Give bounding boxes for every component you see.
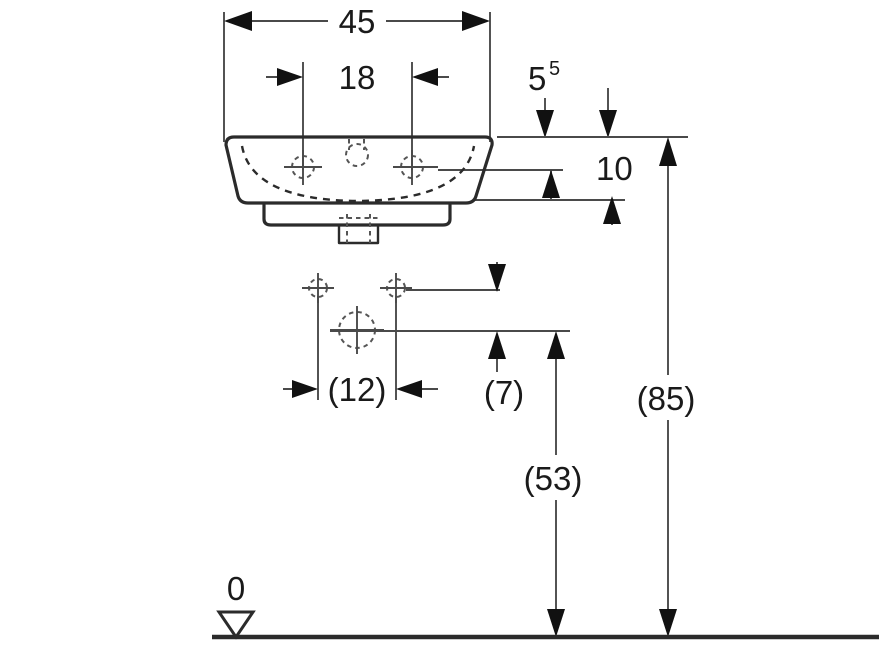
arrow-45-right	[462, 11, 490, 31]
dim-label-datum: 0	[227, 570, 245, 607]
arrow-53-up	[547, 331, 565, 359]
dim-label-tap-hole-spacing: 18	[339, 59, 376, 96]
tap-hole-left-crosshair-icon	[284, 150, 322, 185]
arrow-12-left	[292, 380, 318, 398]
dimension-bracket-offset: (12)	[283, 371, 438, 408]
arrow-7-up	[488, 331, 506, 359]
washbasin-front-elevation	[224, 135, 494, 245]
tap-hole-right-crosshair-icon	[393, 150, 438, 185]
overflow-hole-icon	[345, 143, 369, 167]
arrow-basin-depth-lower	[603, 196, 621, 224]
connection-points-diagram	[302, 273, 570, 400]
arrow-basin-depth-upper	[542, 170, 560, 198]
dimension-drain-height: (53)	[524, 331, 583, 637]
dim-label-overall-width: 45	[339, 3, 376, 40]
dimension-rim-height: (85)	[637, 137, 696, 637]
dim-label-bracket-offset: (12)	[328, 371, 387, 408]
dim-label-rim-height: (85)	[637, 380, 696, 417]
arrow-85-up	[659, 137, 677, 166]
dim-label-drain-height: (53)	[524, 460, 583, 497]
arrow-85-down	[659, 609, 677, 637]
dim-label-drain-offset: (7)	[484, 374, 524, 411]
basin-bowl-hidden-outline	[240, 145, 476, 203]
floor-datum-group: 0	[212, 570, 879, 640]
arrow-wall-offset-left	[536, 110, 554, 138]
drain-connection-crosshair-icon	[330, 306, 384, 354]
datum-triangle-icon	[216, 610, 256, 640]
dimension-tap-hole-spacing: 18	[266, 59, 449, 96]
dimension-overall-width: 45	[224, 3, 490, 40]
arrow-7-down	[488, 264, 506, 292]
arrow-53-down	[547, 609, 565, 637]
arrow-18-right	[412, 68, 438, 86]
arrow-18-left	[277, 68, 303, 86]
dimension-basin-depth: 10	[542, 150, 633, 225]
dim-label-wall-offset-superscript: 5	[549, 58, 560, 80]
dim-label-wall-offset: 5	[528, 60, 546, 97]
arrow-wall-offset-right	[599, 110, 617, 138]
projection-lines-right	[438, 136, 688, 201]
drain-stub-outline	[337, 223, 380, 245]
basin-apron-outline	[262, 203, 452, 227]
basin-body-outline	[224, 135, 494, 205]
arrow-45-left	[224, 11, 252, 31]
arrow-12-right	[396, 380, 422, 398]
dimension-wall-offset: 5 5	[528, 58, 617, 138]
dim-label-basin-depth: 10	[596, 150, 633, 187]
dimension-drain-offset: (7)	[484, 262, 524, 411]
